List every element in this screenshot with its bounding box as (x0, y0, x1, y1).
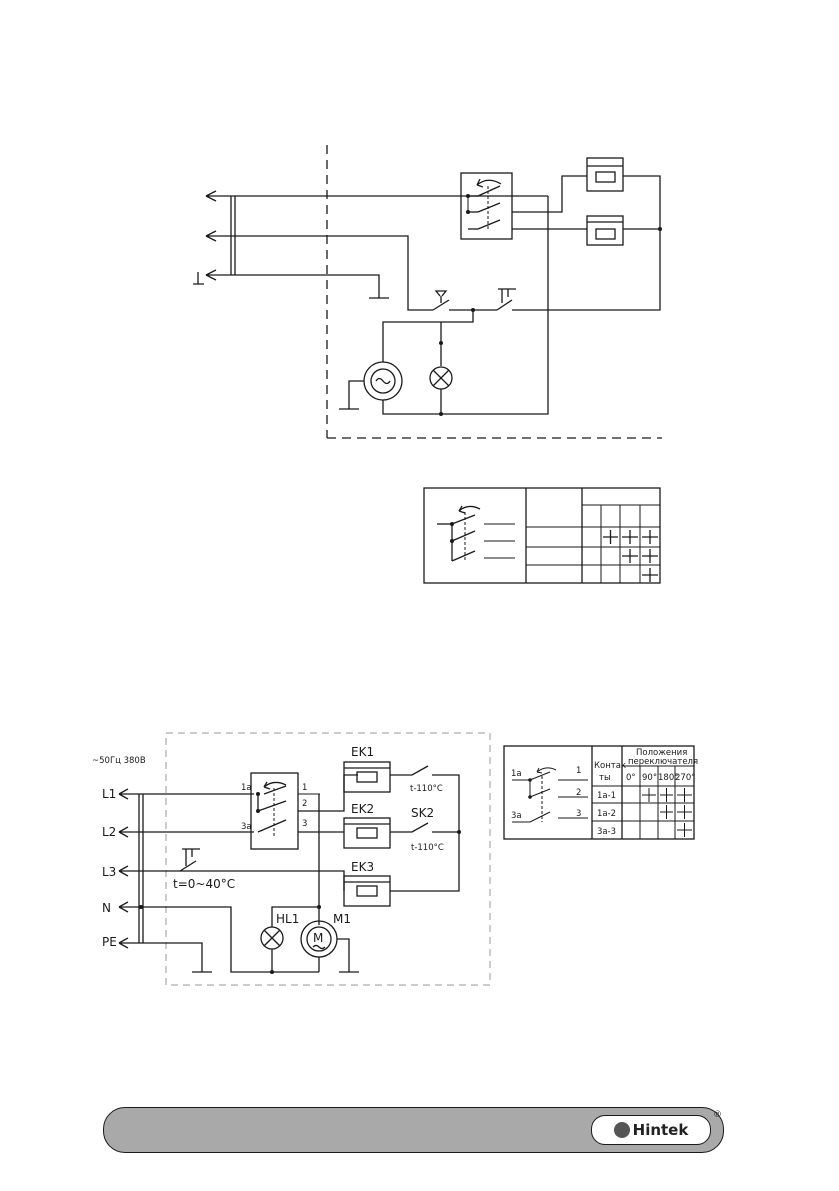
table-2: Контак- ты Положения переключателя 0° 90… (503, 745, 698, 840)
diagram-2: ~50Гц 380В L1 L2 L3 N PE 1a 3a 1 2 3 (92, 732, 491, 986)
header-contacts-1: Контак- (594, 761, 629, 771)
line-l3-label: L3 (102, 865, 116, 879)
ek3-label: EK3 (351, 860, 374, 874)
header-contacts-2: ты (599, 773, 611, 783)
angle-90: 90° (642, 773, 657, 783)
switch-label-1: 1 (576, 766, 581, 776)
line-l1-label: L1 (102, 787, 116, 801)
angle-270: 270° (675, 773, 695, 783)
switch-label-2: 2 (576, 788, 581, 798)
brand-logo-text: Hintek (632, 1121, 689, 1139)
sk2-label: SK2 (411, 806, 434, 820)
brand-mark-icon (613, 1122, 630, 1138)
angle-0: 0° (626, 773, 636, 783)
sk2-temp: t-110°C (411, 843, 444, 853)
line-l2-label: L2 (102, 825, 116, 839)
ek1-temp: t-110°C (410, 784, 443, 794)
terminal-2: 2 (302, 799, 307, 809)
switch-label-1a: 1a (511, 769, 522, 779)
row-1a-2: 1a-2 (597, 809, 616, 819)
ek1-label: EK1 (351, 745, 374, 759)
brand-logo: Hintek ® (591, 1110, 722, 1145)
angle-180: 180° (658, 773, 678, 783)
line-n-label: N (102, 901, 111, 915)
terminal-1: 1 (302, 783, 307, 793)
footer-bar: Hintek ® (103, 1107, 724, 1153)
terminal-1a: 1a (241, 783, 252, 793)
row-1a-1: 1a-1 (597, 791, 616, 801)
ek2-label: EK2 (351, 802, 374, 816)
terminal-3: 3 (302, 819, 307, 829)
thermostat-temp: t=0~40°C (173, 877, 235, 891)
diagram-1 (193, 145, 662, 439)
switch-label-3: 3 (576, 809, 581, 819)
registered-mark: ® (713, 1110, 722, 1120)
table-1 (423, 487, 661, 584)
m1-label: M1 (333, 912, 351, 926)
header-positions-1: Положения (636, 748, 687, 758)
hl1-label: HL1 (276, 912, 299, 926)
row-3a-3: 3a-3 (597, 827, 616, 837)
line-pe-label: PE (102, 935, 117, 949)
supply-label: ~50Гц 380В (92, 756, 146, 766)
motor-letter: M (313, 931, 323, 945)
switch-label-3a: 3a (511, 811, 522, 821)
header-positions-2: переключателя (628, 757, 698, 767)
terminal-3a: 3a (241, 822, 252, 832)
